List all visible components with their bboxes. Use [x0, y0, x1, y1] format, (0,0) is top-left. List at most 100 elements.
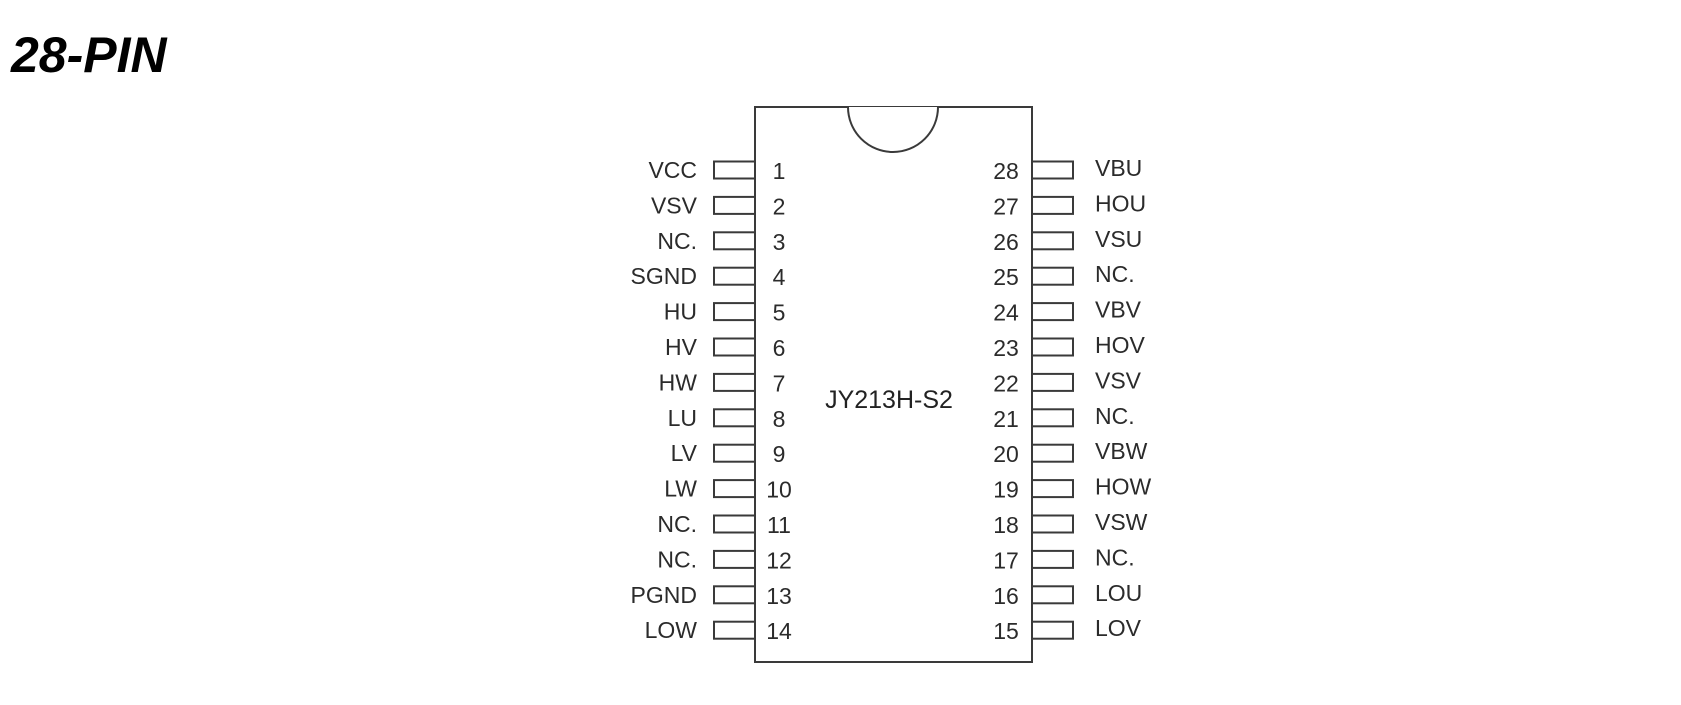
pin-lead	[713, 337, 756, 357]
pin-lead	[1031, 266, 1074, 286]
pin-lead	[1031, 302, 1074, 322]
pin-9: LV 9	[671, 440, 786, 467]
chip-part-number: JY213H-S2	[825, 386, 953, 414]
pin-label: VSV	[1095, 367, 1142, 393]
pin-lead	[1031, 443, 1074, 463]
pin-lead	[713, 195, 756, 215]
pin-label: HOV	[1095, 332, 1146, 358]
pin-25: 25 NC.	[993, 261, 1134, 290]
pin-label: PGND	[631, 582, 697, 608]
pin-16: 16 LOU	[993, 580, 1142, 609]
pin-number: 12	[766, 547, 792, 573]
pin-28: 28 VBU	[993, 155, 1142, 184]
pin-number: 28	[993, 158, 1019, 184]
pin-13: PGND 13	[631, 582, 792, 609]
pin-lead	[1031, 372, 1074, 392]
pin-26: 26 VSU	[993, 226, 1142, 255]
pin-label: VSW	[1095, 509, 1148, 535]
pin-15: 15 LOV	[993, 615, 1141, 644]
chip-body	[754, 106, 1033, 663]
pin-1: VCC 1	[648, 157, 785, 184]
pin-lead	[713, 231, 756, 251]
pin-10: LW 10	[664, 476, 792, 503]
pin-number: 4	[773, 264, 786, 290]
pin-lead	[713, 266, 756, 286]
pin-20: 20 VBW	[993, 438, 1147, 467]
pin-number: 15	[993, 618, 1019, 644]
pin-lead	[713, 443, 756, 463]
pin-number: 16	[993, 583, 1019, 609]
pin-22: 22 VSV	[993, 367, 1141, 396]
pin-number: 25	[993, 264, 1019, 290]
pin-number: 18	[993, 512, 1019, 538]
pin-number: 21	[993, 406, 1019, 432]
pin-number: 1	[773, 158, 786, 184]
pin-number: 24	[993, 300, 1019, 326]
pin-lead	[713, 585, 756, 605]
pin-number: 10	[766, 477, 792, 503]
pin-number: 7	[773, 370, 786, 396]
pin-label: LV	[671, 440, 698, 466]
pin-label: LW	[664, 476, 697, 502]
pin-label: LU	[668, 405, 697, 431]
pin-label: SGND	[631, 263, 697, 289]
pin-21: 21 NC.	[993, 403, 1134, 432]
pin-number: 14	[766, 618, 792, 644]
pin-24: 24 VBV	[993, 297, 1141, 326]
pin-label: NC.	[1095, 261, 1135, 287]
pin-4: SGND 4	[631, 263, 786, 290]
pin-number: 5	[773, 300, 786, 326]
pin-lead	[713, 302, 756, 322]
pin-lead	[1031, 408, 1074, 428]
pin-number: 2	[773, 193, 786, 219]
pin-lead	[713, 514, 756, 534]
pin-lead	[713, 372, 756, 392]
pin-number: 22	[993, 370, 1019, 396]
pin-number: 6	[773, 335, 786, 361]
pin-lead	[713, 479, 756, 499]
pin-number: 26	[993, 229, 1019, 255]
pin-lead	[1031, 231, 1074, 251]
pin-lead	[1031, 160, 1074, 180]
pin-label: VCC	[648, 157, 697, 183]
pin-7: HW 7	[659, 369, 786, 396]
pin-lead	[1031, 337, 1074, 357]
pin-11: NC.11	[657, 511, 791, 538]
pin-label: HW	[659, 369, 698, 395]
pin-12: NC.12	[657, 546, 791, 573]
page-title: 28-PIN	[11, 27, 167, 83]
pin-number: 13	[766, 583, 792, 609]
pin-label: VBW	[1095, 438, 1148, 464]
pin-label: NC.	[1095, 544, 1135, 570]
pin-lead	[713, 408, 756, 428]
pin-label: HOU	[1095, 190, 1146, 216]
chip-notch	[847, 106, 939, 153]
pin-lead	[713, 549, 756, 569]
pin-label: HOW	[1095, 474, 1152, 500]
pin-label: VSU	[1095, 226, 1142, 252]
pin-number: 11	[767, 512, 791, 538]
pin-label: LOU	[1095, 580, 1142, 606]
pin-lead	[1031, 549, 1074, 569]
pin-lead	[1031, 585, 1074, 605]
pin-label: VBU	[1095, 155, 1142, 181]
pin-label: NC.	[1095, 403, 1135, 429]
pin-label: VBV	[1095, 297, 1142, 323]
pin-label: LOW	[645, 617, 698, 643]
pin-label: LOV	[1095, 615, 1142, 641]
pin-lead	[713, 160, 756, 180]
pin-number: 9	[773, 441, 786, 467]
pin-number: 20	[993, 441, 1019, 467]
pin-lead	[1031, 514, 1074, 534]
pin-number: 19	[993, 477, 1019, 503]
